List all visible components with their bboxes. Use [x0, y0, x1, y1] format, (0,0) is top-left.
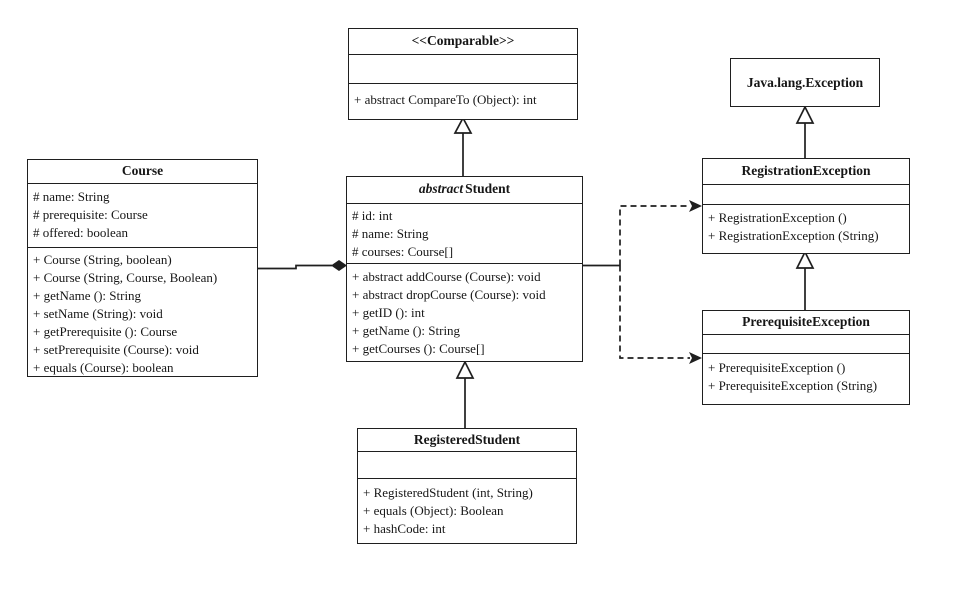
- method: + Course (String, Course, Boolean): [33, 270, 218, 285]
- method: + RegistrationException (String): [708, 228, 879, 243]
- class-prerequisite-exception-attributes: [703, 334, 909, 353]
- method: + equals (Course): boolean: [33, 360, 174, 375]
- attribute: # name: String: [33, 189, 110, 204]
- arrowhead-registrationexception: [689, 200, 702, 212]
- class-student-attributes: # id: int # name: String # courses: Cour…: [347, 203, 582, 263]
- class-course-attributes: # name: String # prerequisite: Course # …: [28, 183, 257, 247]
- triangle-comparable: [453, 116, 473, 134]
- arrowhead-prerequisiteexception: [689, 352, 702, 364]
- class-prerequisite-exception: PrerequisiteException + PrerequisiteExce…: [702, 310, 910, 405]
- class-registered-student-attributes: [358, 451, 576, 478]
- method: + hashCode: int: [363, 521, 446, 536]
- method: + RegisteredStudent (int, String): [363, 485, 533, 500]
- class-course-title: Course: [121, 163, 164, 178]
- class-course-methods: + Course (String, boolean) + Course (Str…: [28, 247, 257, 376]
- method: + getName (): String: [352, 323, 461, 338]
- class-registration-exception-title: RegistrationException: [741, 163, 871, 178]
- class-comparable-title: <<Comparable>>: [411, 33, 515, 48]
- dependency-student-registrationexception: [619, 205, 690, 266]
- method: + setPrerequisite (Course): void: [33, 342, 199, 357]
- attribute: # id: int: [352, 208, 393, 223]
- class-comparable-attributes: [349, 54, 577, 83]
- method: + getID (): int: [352, 305, 425, 320]
- class-registration-exception-attributes: [703, 184, 909, 204]
- method: + getCourses (): Course[]: [352, 341, 485, 356]
- class-comparable-methods: + abstract CompareTo (Object): int: [349, 83, 577, 119]
- attribute: # offered: boolean: [33, 225, 129, 240]
- method: + PrerequisiteException (): [708, 360, 846, 375]
- composition-course-student: [258, 264, 332, 270]
- class-registered-student-title: RegisteredStudent: [413, 432, 521, 447]
- method: + setName (String): void: [33, 306, 163, 321]
- method: + abstract addCourse (Course): void: [352, 269, 541, 284]
- triangle-exception: [795, 105, 815, 124]
- triangle-registrationexception: [795, 250, 815, 269]
- method: + PrerequisiteException (String): [708, 378, 878, 393]
- class-java-lang-exception: Java.lang.Exception: [730, 58, 880, 107]
- class-course: Course # name: String # prerequisite: Co…: [27, 159, 258, 377]
- class-student-title-modifier: abstract: [418, 181, 464, 196]
- method: + equals (Object): Boolean: [363, 503, 504, 518]
- attribute: # prerequisite: Course: [33, 207, 148, 222]
- attribute: # courses: Course[]: [352, 244, 454, 259]
- class-java-lang-exception-title: Java.lang.Exception: [746, 75, 864, 90]
- class-registration-exception-methods: + RegistrationException () + Registratio…: [703, 204, 909, 253]
- class-registered-student: RegisteredStudent + RegisteredStudent (i…: [357, 428, 577, 544]
- class-registration-exception: RegistrationException + RegistrationExce…: [702, 158, 910, 254]
- method: + getPrerequisite (): Course: [33, 324, 178, 339]
- class-prerequisite-exception-title: PrerequisiteException: [742, 314, 870, 329]
- class-prerequisite-exception-methods: + PrerequisiteException () + Prerequisit…: [703, 353, 909, 404]
- method: + abstract dropCourse (Course): void: [352, 287, 546, 302]
- attribute: # name: String: [352, 226, 429, 241]
- dependency-student-prerequisiteexception: [619, 265, 690, 359]
- method: + RegistrationException (): [708, 210, 847, 225]
- triangle-student: [455, 360, 475, 379]
- class-student-title-name: Student: [465, 181, 511, 196]
- method: + Course (String, boolean): [33, 252, 172, 267]
- class-student-methods: + abstract addCourse (Course): void + ab…: [347, 263, 582, 361]
- method: + getName (): String: [33, 288, 142, 303]
- class-comparable: <<Comparable>> + abstract CompareTo (Obj…: [348, 28, 578, 120]
- composition-diamond: [331, 260, 347, 271]
- method: + abstract CompareTo (Object): int: [354, 92, 537, 107]
- class-registered-student-methods: + RegisteredStudent (int, String) + equa…: [358, 478, 576, 543]
